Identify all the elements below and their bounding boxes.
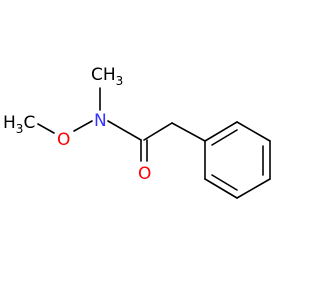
bond-o-n: [73, 120, 93, 132]
bond-ch2-ring: [171, 122, 206, 142]
ring-inner-double-1: [211, 129, 238, 146]
bonds: [37, 87, 271, 199]
ring-bond-1: [204, 121, 238, 142]
benzene-ring: [204, 121, 271, 199]
ether-oxygen-label: O: [57, 130, 70, 150]
ring-inner-double-3: [211, 174, 238, 191]
carbonyl-oxygen-label: O: [138, 164, 151, 184]
structural-formula: CH3 H3C N O O: [3, 65, 271, 199]
ring-bond-2: [236, 121, 271, 142]
bond-n-carbonyl: [107, 120, 142, 141]
bond-methyl-o: [37, 123, 55, 134]
nitrogen-label: N: [94, 111, 107, 131]
methyl-label-left: H3C: [3, 113, 35, 136]
bond-carbonyl-ch2: [143, 122, 173, 141]
methyl-label-top: CH3: [91, 65, 123, 88]
atom-labels: CH3 H3C N O O: [3, 65, 151, 184]
ring-bond-5: [204, 178, 238, 199]
ring-bond-4: [236, 178, 271, 199]
